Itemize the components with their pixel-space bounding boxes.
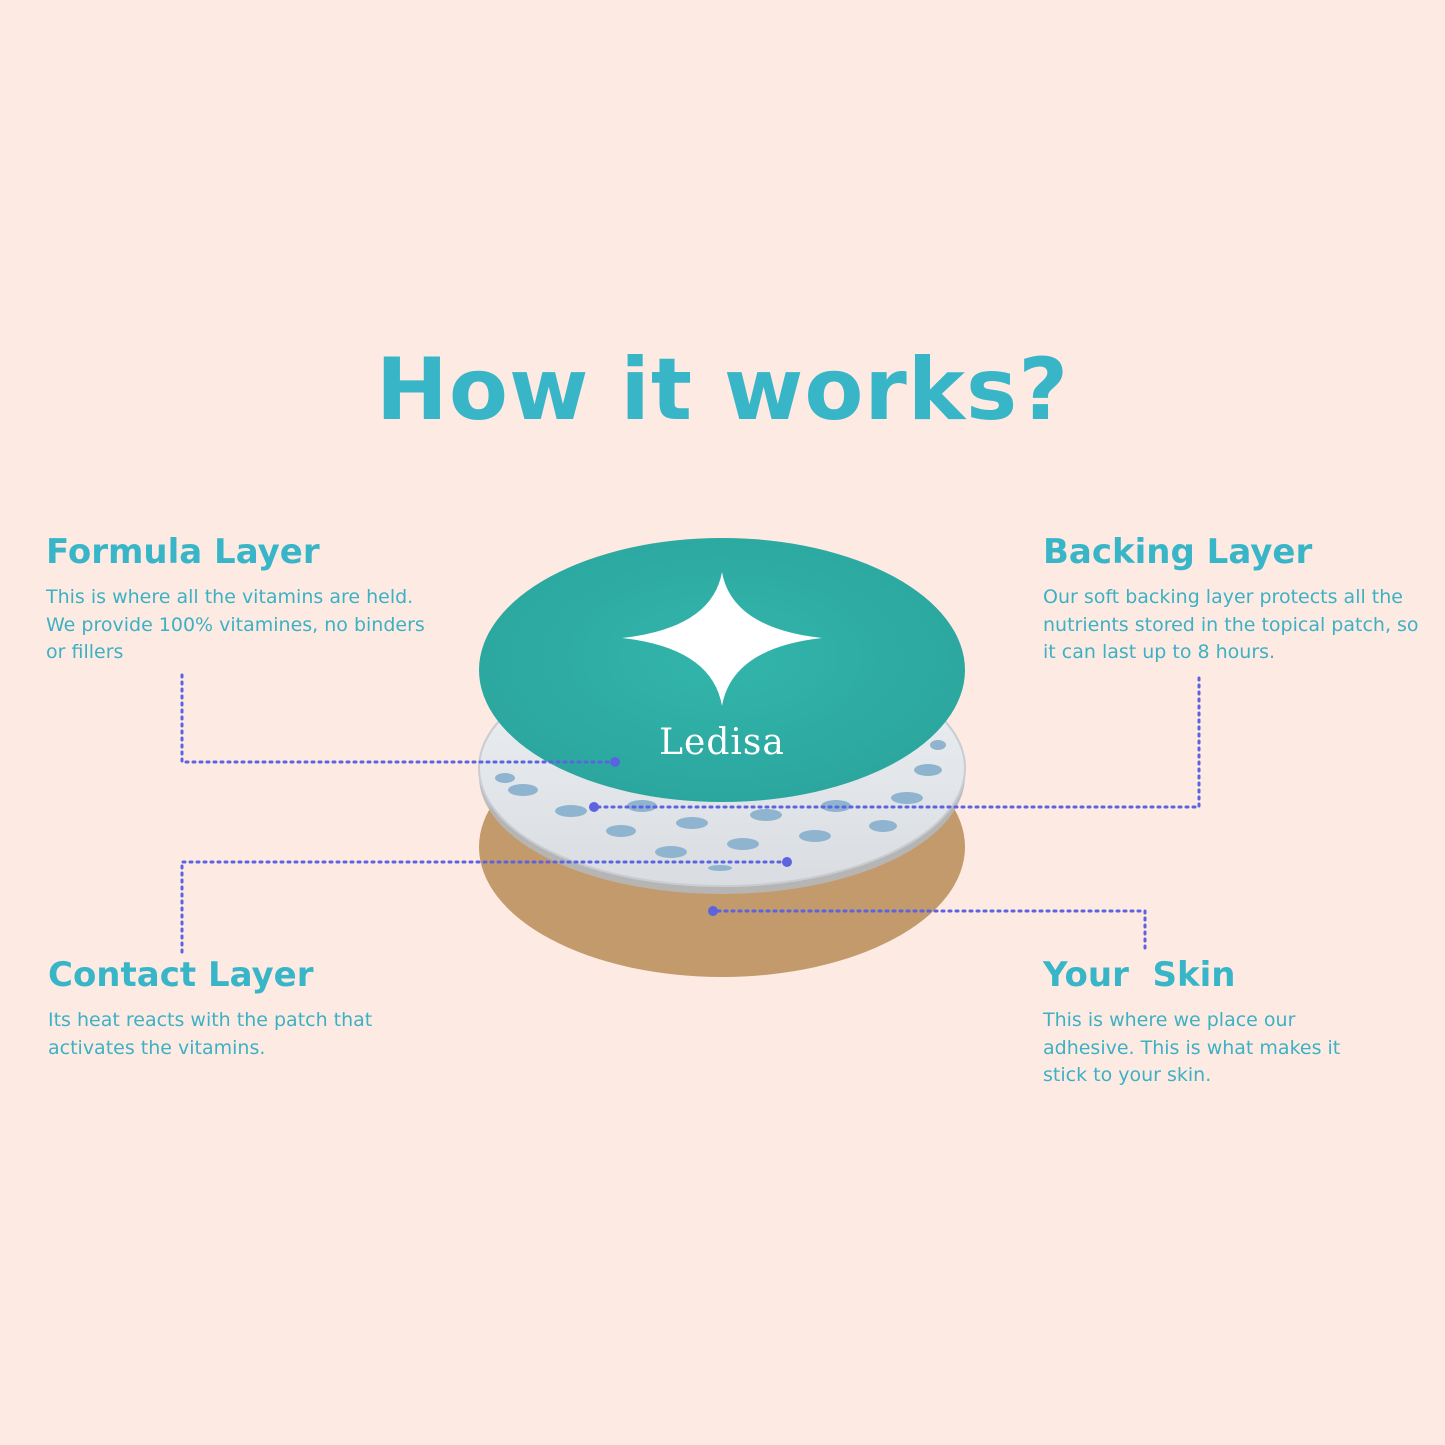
contact-layer-heading: Contact Layer [48, 955, 314, 995]
your-skin-heading: Your Skin [1043, 955, 1236, 995]
brand-logo-text: Ledisa [659, 722, 785, 763]
callout-your-skin: Your Skin This is where we place our adh… [1043, 955, 1383, 1090]
formula-layer-heading: Formula Layer [46, 532, 320, 572]
callout-backing-layer: Backing Layer Our soft backing layer pro… [1043, 532, 1423, 667]
page-title: How it works? [375, 340, 1070, 440]
connector-dot-skin [708, 906, 718, 916]
formula-layer-description: This is where all the vitamins are held.… [46, 586, 425, 663]
connector-skin [711, 909, 1147, 950]
formula-layer: Ledisa [479, 538, 965, 802]
contact-layer-description: Its heat reacts with the patch that acti… [48, 1009, 373, 1059]
connector-formula [180, 673, 617, 764]
connector-dot-formula [610, 757, 620, 767]
sparkle-star-icon [622, 572, 822, 706]
backing-layer-heading: Backing Layer [1043, 532, 1313, 572]
backing-layer-description: Our soft backing layer protects all the … [1043, 586, 1419, 663]
connector-backing [592, 676, 1201, 809]
callout-formula-layer: Formula Layer This is where all the vita… [46, 532, 446, 667]
your-skin-description: This is where we place our adhesive. Thi… [1043, 1009, 1341, 1086]
connector-dot-contact [782, 857, 792, 867]
connector-dot-backing [589, 802, 599, 812]
connector-contact [180, 860, 789, 954]
callout-contact-layer: Contact Layer Its heat reacts with the p… [48, 955, 448, 1062]
